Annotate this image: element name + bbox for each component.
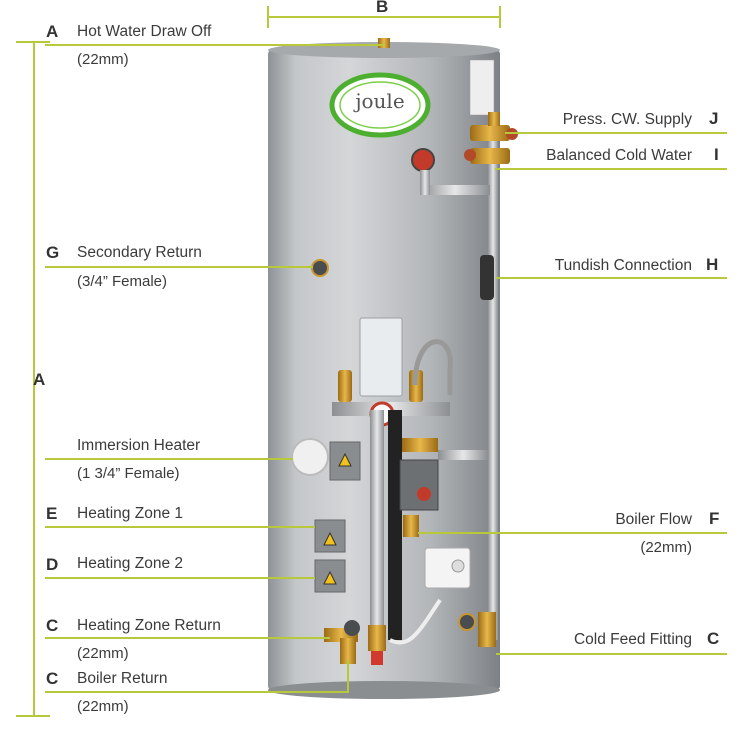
callout-letter-boiler-return: C [46, 669, 59, 688]
callout-letter-balanced-cold: I [714, 145, 719, 164]
secondary-return-port [311, 259, 329, 277]
callout-letter-tundish: H [706, 255, 719, 274]
callout-boiler-flow-sub: (22mm) [640, 539, 692, 556]
callout-heating-zone-1: Heating Zone 1 [77, 505, 183, 522]
callout-heating-zone-return: Heating Zone Return [77, 617, 221, 634]
leader-boiler-return [45, 691, 349, 693]
thermostat-box [424, 547, 471, 589]
callout-letter-secondary-return: G [46, 243, 60, 262]
callout-letter-press-cw: J [709, 109, 719, 128]
callout-letter-zone-1: E [46, 504, 58, 523]
callout-letter-hot-water: A [46, 22, 59, 41]
callout-letter-zone-2: D [46, 555, 59, 574]
pressure-gauge [411, 148, 435, 172]
leader-boiler-return-vertical [347, 660, 349, 693]
dimension-a-tick-bottom [16, 715, 50, 717]
callout-hot-water-draw-off: Hot Water Draw Off [77, 23, 212, 40]
callout-heating-zone-return-sub: (22mm) [77, 645, 129, 662]
dimension-b-tick-right [499, 6, 501, 28]
callout-press-cw-supply: Press. CW. Supply [562, 111, 692, 128]
cylinder-top [268, 42, 500, 58]
callout-balanced-cold-water: Balanced Cold Water [546, 147, 692, 164]
info-sticker [469, 59, 495, 116]
leader-press-cw-supply [505, 132, 727, 134]
callout-letter-cold-feed: C [707, 629, 720, 648]
dimension-a-letter: A [33, 370, 46, 389]
hot-water-draw-off-fitting [378, 38, 390, 48]
joule-logo [329, 72, 431, 138]
callout-cold-feed-fitting: Cold Feed Fitting [573, 631, 692, 648]
leader-cold-feed-fitting [496, 653, 727, 655]
leader-heating-zone-return [45, 637, 330, 639]
leader-heating-zone-2 [45, 577, 315, 579]
leader-balanced-cold-water [495, 168, 727, 170]
cylinder-bottom [268, 681, 500, 699]
logo-text: joule [355, 89, 405, 113]
callout-tundish-connection: Tundish Connection [554, 257, 692, 274]
control-box-top [359, 317, 403, 397]
immersion-heater [291, 438, 329, 476]
callout-boiler-flow: Boiler Flow [615, 511, 692, 528]
callout-immersion-heater-sub: (1 3/4” Female) [77, 465, 180, 482]
callout-heating-zone-2: Heating Zone 2 [77, 555, 183, 572]
callout-boiler-return: Boiler Return [77, 670, 168, 687]
dimension-b-letter: B [376, 0, 389, 16]
leader-hot-water [45, 44, 385, 46]
dimension-a-tick-top [16, 41, 50, 43]
dimension-b-tick-left [267, 6, 269, 28]
cold-feed-fitting [478, 612, 496, 647]
callout-secondary-return-sub: (3/4” Female) [77, 273, 168, 290]
leader-secondary-return [45, 266, 313, 268]
cold-water-valve-group [464, 112, 518, 164]
tundish [480, 255, 494, 300]
callout-secondary-return: Secondary Return [77, 244, 202, 261]
pump [399, 459, 439, 511]
callout-boiler-return-sub: (22mm) [77, 698, 129, 715]
callout-letter-boiler-flow: F [709, 509, 720, 528]
leader-heating-zone-1 [45, 526, 315, 528]
dimension-b-line [268, 16, 501, 18]
callout-hot-water-sub: (22mm) [77, 51, 129, 68]
drain-valve [368, 625, 386, 651]
leader-tundish-connection [496, 277, 727, 279]
cold-feed-port [458, 613, 476, 631]
callout-letter-zone-return: C [46, 616, 59, 635]
dimension-a-line [33, 42, 35, 717]
boiler-flow-fitting [403, 515, 419, 537]
leader-boiler-flow [418, 532, 727, 534]
callout-immersion-heater: Immersion Heater [77, 437, 201, 454]
leader-immersion-heater [45, 458, 293, 460]
